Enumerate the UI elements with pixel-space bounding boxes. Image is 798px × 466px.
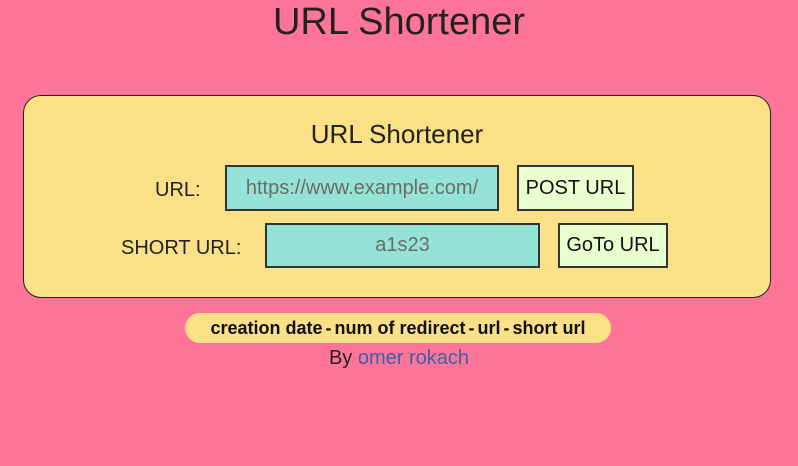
- url-label: URL:: [155, 179, 201, 201]
- url-form-card: URL Shortener URL: POST URL SHORT URL: G…: [23, 95, 771, 298]
- goto-url-button[interactable]: GoTo URL: [558, 223, 668, 268]
- author-byline: By omer rokach: [0, 346, 798, 370]
- column-separator: -: [503, 317, 510, 338]
- author-link[interactable]: omer rokach: [357, 347, 470, 369]
- short-url-input[interactable]: [265, 223, 540, 268]
- table-header: creation date - num of redirect - url - …: [185, 313, 611, 343]
- column-header-num-of-redirect: num of redirect: [334, 317, 466, 338]
- form-title: URL Shortener: [310, 119, 484, 149]
- column-header-short-url: short url: [512, 317, 586, 338]
- column-separator: -: [325, 317, 332, 338]
- by-text: By: [328, 347, 353, 369]
- short-url-label: SHORT URL:: [121, 237, 242, 259]
- url-input[interactable]: [225, 165, 499, 211]
- column-header-creation-date: creation date: [210, 317, 323, 338]
- column-header-url: url: [477, 317, 501, 338]
- post-url-button[interactable]: POST URL: [517, 165, 634, 211]
- column-separator: -: [468, 317, 475, 338]
- page-title: URL Shortener: [272, 1, 526, 43]
